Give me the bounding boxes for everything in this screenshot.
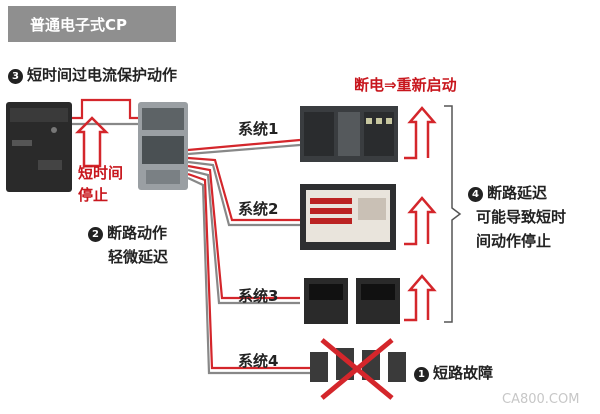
wire-system2-a [187,156,300,222]
system3-restart-arrow-icon [404,274,437,322]
step3-text: 短时间过电流保护动作 [27,66,178,84]
system4-label: 系统4 [238,352,279,370]
step2-line2: 轻微延迟 [108,248,169,266]
step4-line1: 断路延迟 [487,184,548,202]
page-title: 普通电子式CP [8,6,176,42]
step3-caption: 3 短时间过电流保护动作 [8,64,177,85]
power-supply-device [6,102,72,192]
step4-caption: 4 断路延迟 [468,182,547,203]
systems-brace [444,105,462,323]
system3-label: 系统3 [238,287,279,305]
step2-line1: 断路动作 [107,224,168,242]
system1-label: 系统1 [238,120,279,138]
circuit-protector-device [138,102,188,190]
wire-system1-a [187,138,301,152]
system2-restart-arrow-icon [404,196,437,246]
restart-caption: 断电⇒重新启动 [354,76,457,94]
step1-number-badge: 1 [414,367,429,382]
system4-sensor-device [310,338,406,400]
wire-system3-a [187,164,300,300]
step4-number-badge: 4 [468,187,483,202]
step3-number-badge: 3 [8,69,23,84]
system2-hmi-device [300,184,396,250]
short-stop-arrow-icon [74,116,110,168]
failure-cross-icon [320,338,394,400]
system1-restart-arrow-icon [404,106,437,160]
watermark-text: CA800.COM [502,392,580,407]
step2-caption: 2 断路动作 [88,222,167,243]
step4-line3: 间动作停止 [476,232,552,250]
step1-caption: 1 短路故障 [414,362,493,383]
wire-psu-a [72,98,138,120]
wire-system4-a [187,172,310,370]
short-stop-line2: 停止 [78,186,109,204]
wire-system4-b [187,177,310,375]
short-stop-line1: 短时间 [78,164,124,182]
step1-text: 短路故障 [433,364,494,382]
wire-system1-b [187,143,301,156]
system2-label: 系统2 [238,200,279,218]
step2-number-badge: 2 [88,227,103,242]
system1-plc-device [300,106,398,162]
system3-controller-device [304,278,400,324]
wire-system3-b [187,168,300,305]
wire-system2-b [187,160,300,227]
step4-line2: 可能导致短时 [476,208,567,226]
wire-bundle [72,98,310,375]
